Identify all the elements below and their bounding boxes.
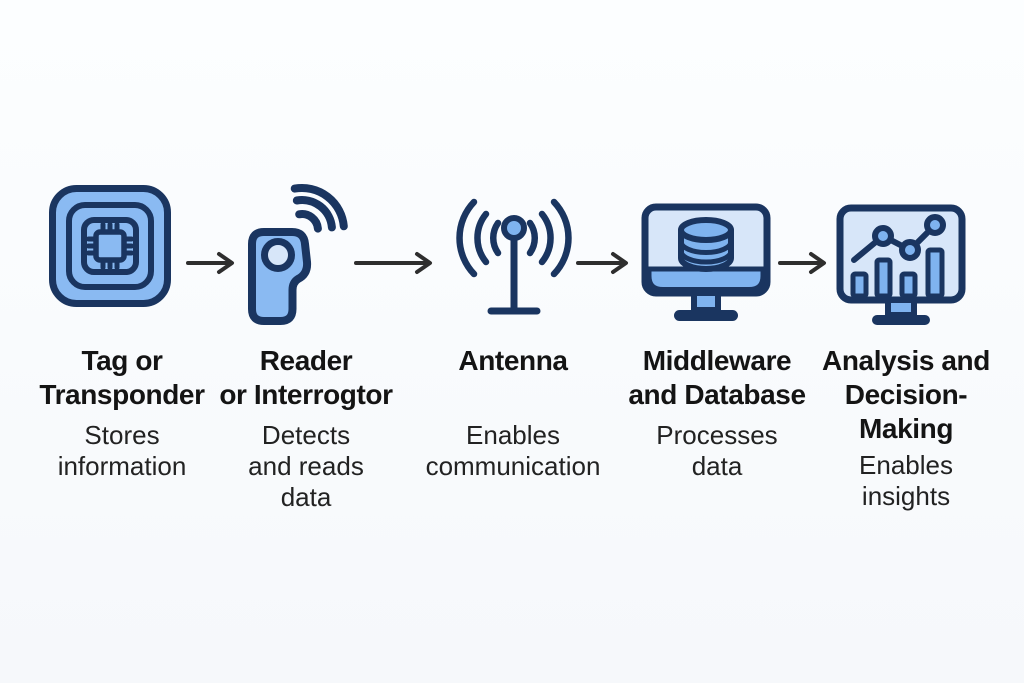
step-title: Reader or Interrogtor bbox=[219, 345, 393, 410]
step-description: Stores information bbox=[57, 420, 187, 481]
handheld-reader-icon bbox=[246, 182, 350, 328]
step-title: Analysis and Decision- Making bbox=[822, 345, 990, 444]
step-description: Enables insights bbox=[859, 450, 953, 511]
flow-arrow-icon bbox=[354, 249, 434, 277]
step-description: Processes data bbox=[656, 420, 778, 481]
flow-arrow-icon bbox=[778, 249, 828, 277]
flow-arrow-icon bbox=[576, 249, 630, 277]
rfid-tag-chip-icon bbox=[48, 184, 172, 308]
step-title: Antenna bbox=[458, 345, 568, 376]
monitor-database-icon bbox=[641, 203, 771, 325]
step-title: Tag or Transponder bbox=[39, 345, 205, 410]
step-description: Detects and reads data bbox=[248, 420, 364, 512]
monitor-analytics-icon bbox=[836, 204, 966, 326]
antenna-icon bbox=[448, 192, 580, 326]
step-title: Middleware and Database bbox=[628, 345, 806, 410]
step-description: Enables communication bbox=[425, 420, 601, 481]
flow-arrow-icon bbox=[186, 249, 236, 277]
